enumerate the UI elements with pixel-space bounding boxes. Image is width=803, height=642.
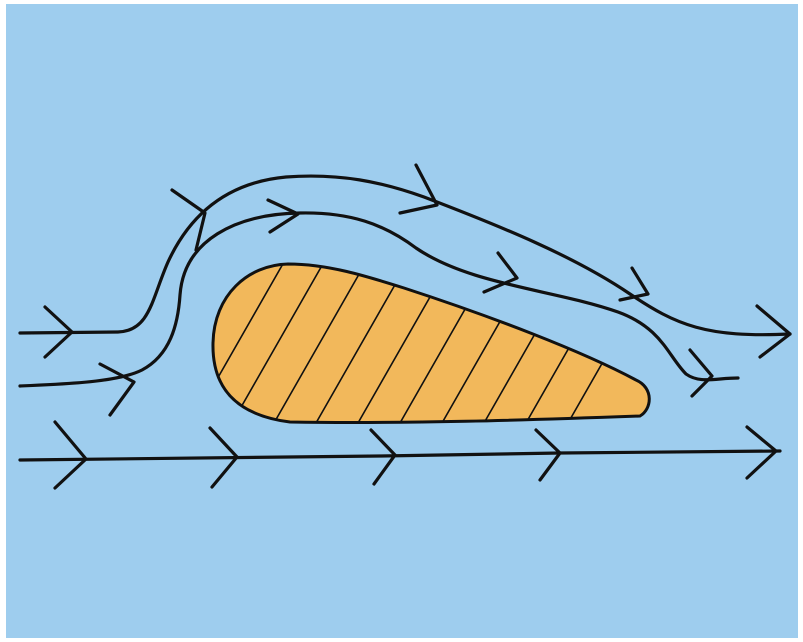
streamline-diagram <box>0 0 803 642</box>
diagram-canvas <box>0 0 803 642</box>
